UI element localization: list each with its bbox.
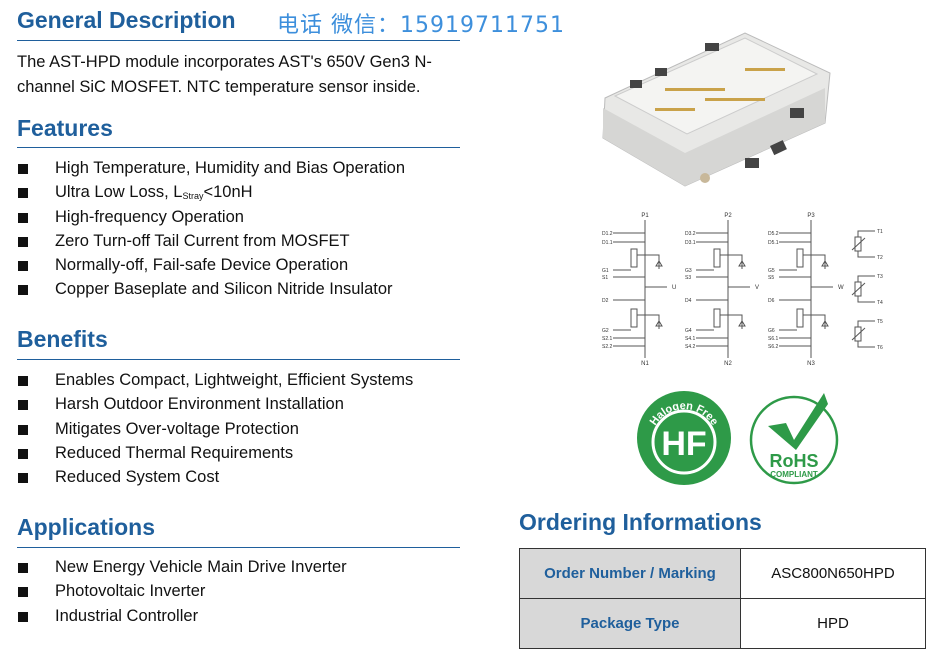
pin-label: G6 [768, 328, 775, 334]
list-item: Harsh Outdoor Environment Installation [17, 392, 413, 416]
pin-label: D4 [685, 298, 692, 304]
applications-list: New Energy Vehicle Main Drive Inverter P… [17, 555, 347, 628]
description-text: The AST-HPD module incorporates AST's 65… [17, 53, 432, 96]
mosfet-symbol [796, 248, 804, 268]
mosfet-symbol [630, 248, 638, 268]
list-item: Normally-off, Fail-safe Device Operation [17, 253, 405, 277]
table-key: Order Number / Marking [519, 548, 741, 599]
certification-logos: Halogen Free HF RoHS COMPLIANT [637, 391, 839, 485]
pin-label: P3 [807, 213, 815, 219]
pin-label: T5 [877, 319, 883, 325]
benefits-list: Enables Compact, Lightweight, Efficient … [17, 368, 413, 489]
list-item: Ultra Low Loss, LStray<10nH [17, 180, 405, 204]
table-key: Package Type [519, 598, 741, 649]
pin-label: T4 [877, 300, 883, 306]
pin-label: D6 [768, 298, 775, 304]
ordering-heading: Ordering Informations [519, 509, 762, 535]
pin-label: S2.1 [602, 336, 613, 342]
output-label: U [672, 285, 676, 291]
pin-label: T6 [877, 345, 883, 351]
pin-label: N2 [724, 361, 732, 367]
table-value: HPD [740, 598, 926, 649]
pin-label: D1.1 [602, 240, 613, 246]
pin-label: D3.2 [685, 231, 696, 237]
list-item: Enables Compact, Lightweight, Efficient … [17, 368, 413, 392]
mosfet-symbol [630, 308, 638, 328]
pin-label: P1 [641, 213, 649, 219]
pin-label: G4 [685, 328, 692, 334]
divider [17, 147, 460, 148]
pin-label: S1 [602, 275, 608, 281]
pin-label: N3 [807, 361, 815, 367]
pin-label: D5.2 [768, 231, 779, 237]
features-heading: Features [17, 115, 113, 141]
list-item: Mitigates Over-voltage Protection [17, 417, 413, 441]
pin-label: G3 [685, 268, 692, 274]
halogen-free-logo: Halogen Free HF [637, 391, 731, 485]
divider [17, 359, 460, 360]
list-item: High Temperature, Humidity and Bias Oper… [17, 156, 405, 180]
list-item: New Energy Vehicle Main Drive Inverter [17, 555, 347, 579]
svg-text:COMPLIANT: COMPLIANT [770, 470, 818, 479]
applications-heading: Applications [17, 514, 156, 540]
mosfet-symbol [713, 308, 721, 328]
pin-label: D1.2 [602, 231, 613, 237]
pin-label: G5 [768, 268, 775, 274]
pin-label: G2 [602, 328, 609, 334]
list-item: Copper Baseplate and Silicon Nitride Ins… [17, 277, 405, 301]
list-item: Reduced System Cost [17, 465, 413, 489]
mosfet-symbol [713, 248, 721, 268]
pin-label: P2 [724, 213, 732, 219]
pin-label: N1 [641, 361, 649, 367]
pin-label: T2 [877, 255, 883, 261]
pin-label: S4.1 [685, 336, 696, 342]
module-photo [602, 32, 831, 187]
benefits-heading: Benefits [17, 326, 108, 352]
output-label: V [755, 285, 759, 291]
checkmark-icon [768, 393, 828, 450]
pin-label: S5 [768, 275, 774, 281]
pin-label: G1 [602, 268, 609, 274]
pin-label: T3 [877, 274, 883, 280]
pin-label: S6.2 [768, 344, 779, 350]
divider [17, 547, 460, 548]
pin-label: T1 [877, 229, 883, 235]
list-item: Zero Turn-off Tail Current from MOSFET [17, 229, 405, 253]
list-item: Industrial Controller [17, 604, 347, 628]
list-item: High-frequency Operation [17, 205, 405, 229]
features-list: High Temperature, Humidity and Bias Oper… [17, 156, 405, 302]
rohs-logo: RoHS COMPLIANT [749, 393, 839, 485]
list-item: Reduced Thermal Requirements [17, 441, 413, 465]
divider [17, 40, 460, 41]
output-label: W [838, 285, 844, 291]
general-description-heading: General Description [17, 7, 236, 33]
pin-label: D3.1 [685, 240, 696, 246]
svg-text:RoHS: RoHS [770, 451, 819, 471]
list-item: Photovoltaic Inverter [17, 579, 347, 603]
pin-label: D2 [602, 298, 609, 304]
contact-text: 电话 微信：15919711751 [277, 13, 565, 38]
pin-label: S2.2 [602, 344, 613, 350]
pin-label: S4.2 [685, 344, 696, 350]
pin-label: D5.1 [768, 240, 779, 246]
pin-label: S3 [685, 275, 691, 281]
table-value: ASC800N650HPD [740, 548, 926, 599]
mosfet-symbol [796, 308, 804, 328]
svg-text:HF: HF [661, 425, 706, 463]
pin-label: S6.1 [768, 336, 779, 342]
